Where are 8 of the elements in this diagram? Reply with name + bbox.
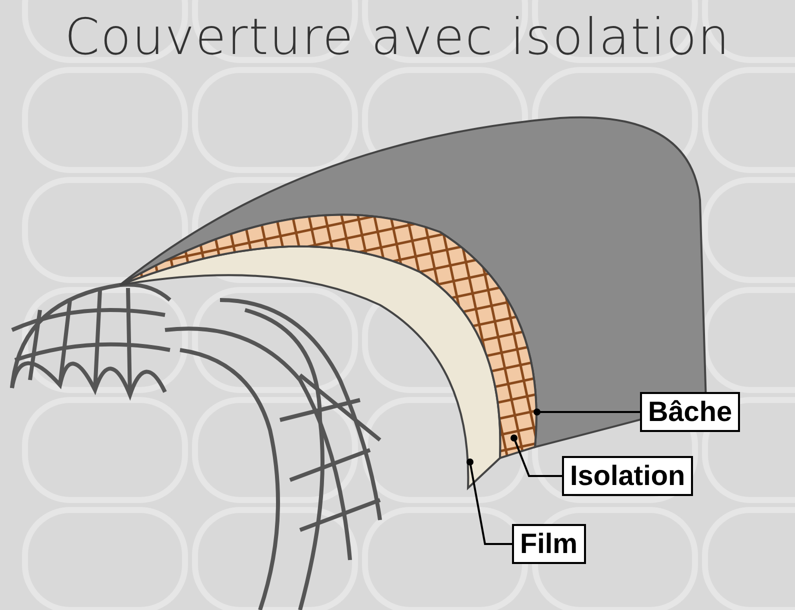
leader-line xyxy=(510,434,562,477)
title: Couverture avec isolation xyxy=(64,8,732,66)
leader-line xyxy=(466,458,512,545)
part-label: Bâche xyxy=(640,392,740,432)
leader-line xyxy=(534,408,640,416)
part-label: Isolation xyxy=(562,456,694,496)
film-layer xyxy=(119,246,502,489)
part-label: Film xyxy=(512,524,586,564)
